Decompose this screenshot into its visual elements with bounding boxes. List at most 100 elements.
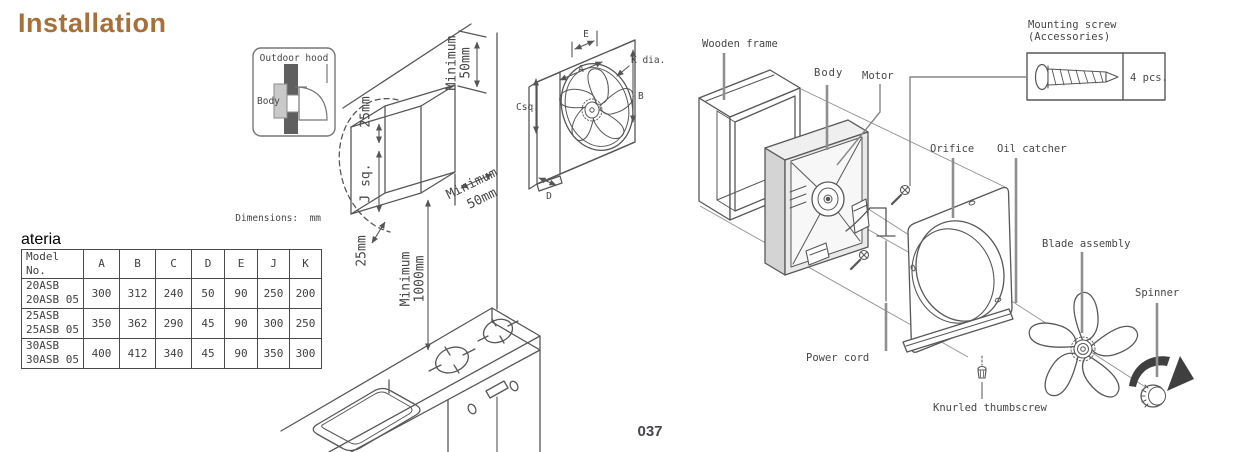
table-row: 30ASB 30ASB 05 400 412 340 45 90 350 300: [21, 337, 322, 369]
e-extension-lines: [571, 30, 598, 58]
screw-qty-label: 4 pcs.: [1130, 72, 1168, 84]
round-hole-dashed-arc: [338, 97, 399, 233]
frame-connectors: [536, 39, 636, 185]
table-row: 20ASB 20ASB 05 300 312 240 50 90 250 200: [21, 277, 322, 309]
power-cord-line: [845, 207, 896, 237]
value-cell: 350: [83, 307, 120, 339]
counter-edge-band: [350, 307, 541, 452]
wall-opening-drawing: [338, 23, 498, 310]
extension-ticks: [457, 30, 487, 94]
hub-dotted-ring: [581, 98, 603, 122]
col-header-j: J: [257, 249, 290, 279]
dim-c-label: Csq.: [516, 102, 539, 113]
terminal-box: [805, 242, 830, 266]
col-header-a: A: [83, 249, 120, 279]
fan-dimension-labels: E K dia. A B Csq. D: [516, 29, 665, 202]
value-cell: 290: [155, 307, 192, 339]
knurl-ticks: [1140, 384, 1149, 408]
model-name: 20ASB 05: [26, 293, 79, 306]
dim-d-label: D: [546, 191, 552, 202]
wall-hole-front: [384, 84, 456, 194]
fan-hub-small: [584, 101, 600, 119]
sink-inner-rim: [321, 391, 413, 445]
mounting-screws-floating: [849, 184, 911, 271]
model-name: 25ASB: [26, 309, 60, 323]
model-cell: 20ASB 20ASB 05: [21, 277, 84, 309]
page-number: 037: [637, 423, 663, 440]
stove-knob: [509, 380, 519, 392]
model-cell: 25ASB 25ASB 05: [21, 307, 84, 339]
dim-a-label: A: [578, 64, 584, 75]
orifice-label: Orifice: [930, 143, 974, 155]
outdoor-hood-label: Outdoor hood: [260, 53, 329, 64]
body-part: [764, 119, 896, 302]
vent-slats: [789, 185, 807, 209]
table-header-row: Model No. A B C D E J K: [21, 249, 322, 279]
installation-clearance-drawing: Minimum 50mm 25mm J sq. 25mm Minimum 100…: [280, 23, 665, 452]
power-cord-label: Power cord: [806, 352, 869, 364]
inset-drawing: [273, 64, 328, 134]
rotation-arrow: [1129, 356, 1170, 387]
e-arrow: [574, 40, 595, 50]
screw-threads: [1051, 68, 1104, 86]
body-unit: [273, 83, 288, 119]
a-arrow: [559, 61, 603, 81]
col-header-c: C: [155, 249, 192, 279]
accessories-label: (Accessories): [1028, 31, 1110, 43]
value-cell: 90: [224, 337, 258, 369]
d-arrow: [538, 177, 557, 186]
value-cell: 362: [119, 307, 156, 339]
hole-depth-edges: [350, 84, 456, 215]
fan-dimension-drawing: [528, 30, 636, 192]
value-cell: 300: [257, 307, 290, 339]
col-header-b: B: [119, 249, 156, 279]
value-cell: 90: [224, 307, 258, 339]
stove-burner: [482, 318, 514, 344]
value-cell: 400: [83, 337, 120, 369]
wall-dimension-arrows: [371, 41, 493, 351]
mount-slot: [910, 264, 916, 272]
screw-tip: [1105, 71, 1119, 83]
value-cell: 90: [224, 277, 258, 309]
mount-slot: [994, 297, 1002, 303]
stove-front-panel: [447, 349, 541, 452]
value-cell: 45: [191, 307, 225, 339]
dim-k-label: K dia.: [631, 55, 665, 66]
hood-body-inset-diagram: Outdoor hood Body: [252, 47, 336, 137]
knurled-thumbscrew-label: Knurled thumbscrew: [933, 402, 1047, 414]
exploded-leader-lines: [722, 53, 1159, 399]
orifice-part: [907, 186, 1013, 353]
value-cell: 312: [119, 277, 156, 309]
min-1000mm-value: 1000mm: [413, 255, 428, 302]
oil-catcher-label: Oil catcher: [997, 143, 1067, 155]
value-cell: 240: [155, 277, 192, 309]
value-cell: 350: [257, 337, 290, 369]
ceiling-line: [342, 23, 472, 109]
value-cell: 250: [257, 277, 290, 309]
model-name: 30ASB: [26, 339, 60, 353]
dimensions-unit-note: Dimensions: mm: [235, 213, 321, 224]
inset-body-label: Body: [257, 96, 280, 107]
value-cell: 250: [289, 307, 322, 339]
mount-slot: [968, 200, 976, 206]
col-header-d: D: [191, 249, 225, 279]
oil-catcher-part: [902, 308, 1014, 353]
motor-label: Motor: [862, 70, 894, 82]
mounting-screw-label: Mounting screw: [1028, 19, 1117, 31]
dim-e-label: E: [583, 29, 589, 40]
value-cell: 200: [289, 277, 322, 309]
col-header-e: E: [224, 249, 258, 279]
page-title: Installation: [18, 8, 167, 38]
model-name: 30ASB 05: [26, 353, 79, 366]
stove-window: [485, 380, 509, 399]
col-header-k: K: [289, 249, 322, 279]
screw-head: [1034, 63, 1050, 91]
dim-b-label: B: [638, 91, 644, 102]
stove-knob: [467, 403, 477, 415]
value-cell: 300: [289, 337, 322, 369]
sink-outline: [312, 387, 421, 452]
kitchen-counter-drawing: [280, 307, 541, 452]
hub-center: [589, 107, 595, 113]
min-1000mm-label: Minimum: [399, 251, 414, 306]
